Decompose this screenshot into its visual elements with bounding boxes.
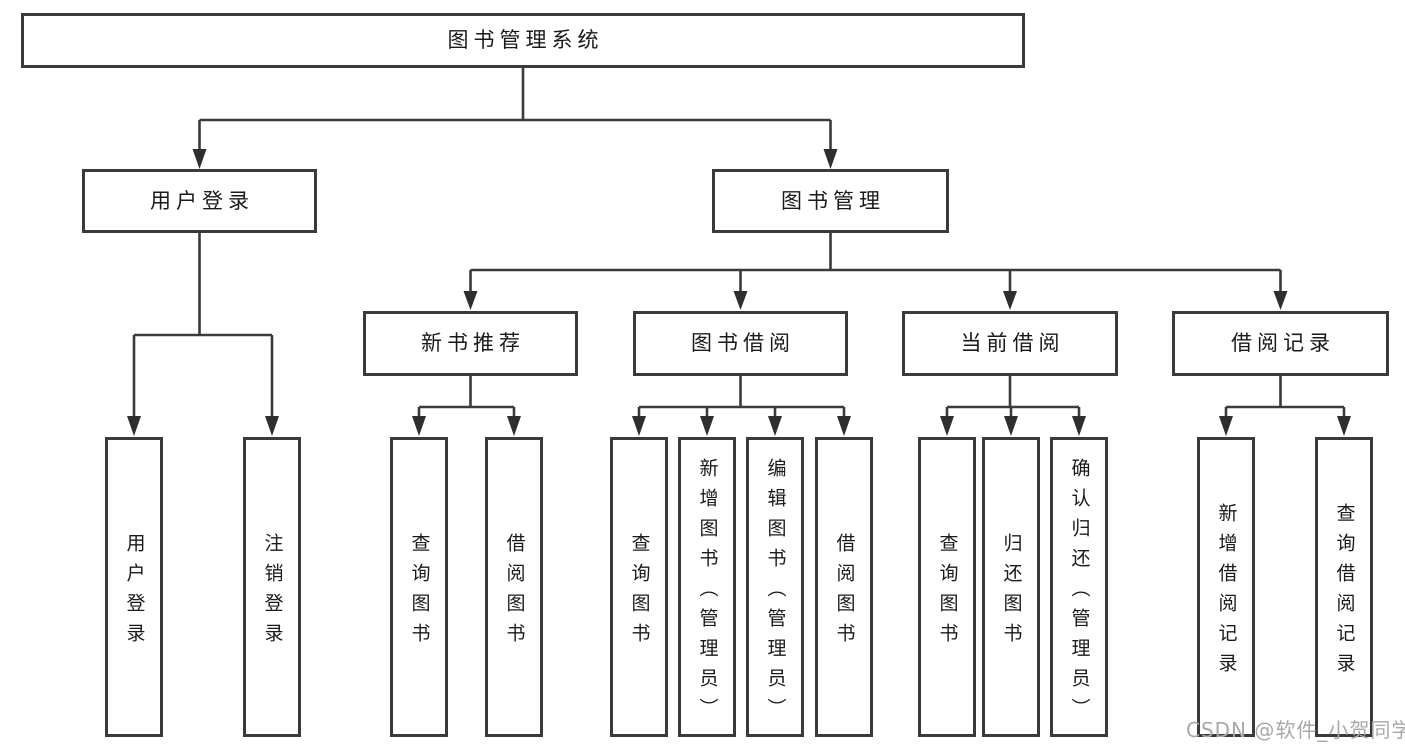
node-label: 借阅记录 (1231, 331, 1335, 355)
node-label: 图书管理 (781, 188, 885, 213)
wire-book-borrowing-branch (632, 376, 851, 436)
node-borrowing-records: 借阅记录 (1172, 311, 1389, 376)
arrowhead-icon (940, 416, 954, 436)
node-label: 新增借阅记录 (1215, 502, 1238, 683)
leaf-logout: 注销登录 (243, 437, 301, 737)
wire-root-to-level2 (192, 68, 838, 169)
arrowhead-icon (412, 416, 426, 436)
leaf-borrow-books: 借阅图书 (815, 437, 873, 737)
node-label: 当前借阅 (960, 331, 1065, 355)
arrowhead-icon (733, 291, 748, 310)
node-book-borrowing: 图书借阅 (633, 311, 848, 376)
leaf-confirm-return-admin: 确认归还（管理员） (1050, 437, 1108, 737)
node-label: 新增图书（管理员） (696, 457, 719, 728)
leaf-add-books-admin: 新增图书（管理员） (678, 437, 736, 737)
arrowhead-icon (823, 149, 838, 169)
node-label: 归还图书 (1000, 532, 1023, 653)
node-label: 借阅图书 (833, 532, 856, 653)
arrowhead-icon (1337, 416, 1351, 436)
node-label: 用户登录 (150, 188, 254, 213)
wire-borrowing-records-branch (1219, 376, 1351, 436)
node-label: 编辑图书（管理员） (764, 457, 787, 728)
leaf-query-books-recommend: 查询图书 (390, 437, 448, 737)
leaf-query-books-current: 查询图书 (918, 437, 976, 737)
node-label: 查询借阅记录 (1333, 502, 1356, 683)
arrowhead-icon (507, 416, 521, 436)
node-book-management: 图书管理 (712, 169, 949, 233)
arrowhead-icon (463, 291, 478, 310)
node-label: 用户登录 (123, 532, 146, 653)
leaf-return-books: 归还图书 (982, 437, 1040, 737)
node-library-management-system: 图书管理系统 (21, 13, 1025, 68)
node-user-login: 用户登录 (82, 169, 317, 233)
arrowhead-icon (1004, 416, 1018, 436)
node-label: 图书借阅 (691, 331, 795, 355)
csdn-watermark: CSDN @软件_小贺同学 (1186, 718, 1405, 742)
leaf-edit-books-admin: 编辑图书（管理员） (746, 437, 804, 737)
arrowhead-icon (265, 416, 279, 436)
arrowhead-icon (192, 149, 207, 169)
node-label: 查询图书 (936, 532, 959, 653)
node-label: 新书推荐 (421, 331, 525, 355)
leaf-query-borrow-record: 查询借阅记录 (1315, 437, 1373, 737)
node-label: 确认归还（管理员） (1068, 457, 1091, 728)
arrowhead-icon (700, 416, 714, 436)
node-new-book-recommend: 新书推荐 (363, 311, 578, 376)
wire-user-login-branch (127, 233, 279, 436)
arrowhead-icon (837, 416, 851, 436)
wire-current-borrowing-branch (940, 376, 1086, 436)
arrowhead-icon (632, 416, 646, 436)
arrowhead-icon (1072, 416, 1086, 436)
node-current-borrowing: 当前借阅 (902, 311, 1118, 376)
leaf-add-borrow-record: 新增借阅记录 (1197, 437, 1255, 737)
arrowhead-icon (1219, 416, 1233, 436)
wire-book-management-branch (463, 233, 1288, 310)
wire-new-book-recommend-branch (412, 376, 521, 436)
arrowhead-icon (127, 416, 141, 436)
node-label: 图书管理系统 (447, 28, 604, 52)
node-label: 注销登录 (261, 532, 284, 653)
leaf-borrow-books-recommend: 借阅图书 (485, 437, 543, 737)
arrowhead-icon (768, 416, 782, 436)
leaf-user-login: 用户登录 (105, 437, 163, 737)
node-label: 查询图书 (408, 532, 431, 653)
arrowhead-icon (1003, 291, 1017, 310)
node-label: 借阅图书 (503, 532, 526, 653)
arrowhead-icon (1273, 291, 1288, 310)
node-label: 查询图书 (628, 532, 651, 653)
leaf-query-books-borrowing: 查询图书 (610, 437, 668, 737)
